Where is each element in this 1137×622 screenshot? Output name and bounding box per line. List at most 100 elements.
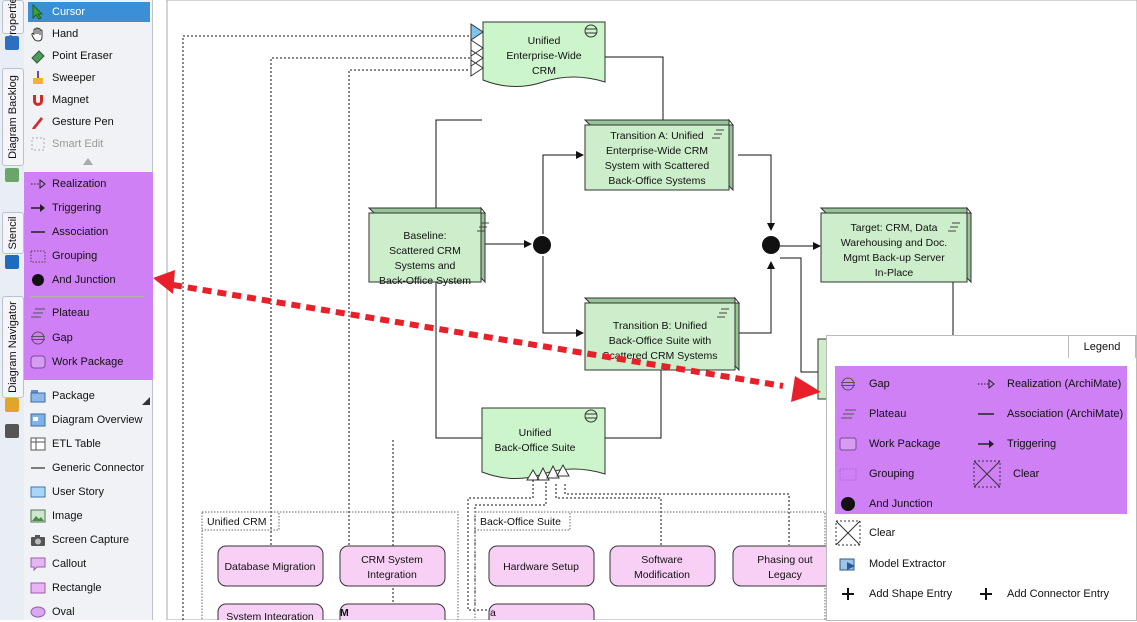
tab-diagram-navigator[interactable]: Diagram Navigator [2, 296, 24, 398]
separator [30, 296, 145, 297]
arrowhead-right [791, 376, 821, 402]
tool-association[interactable]: Association [28, 222, 150, 242]
tool-plateau[interactable]: Plateau [28, 303, 150, 323]
tool-oval[interactable]: Oval [28, 602, 150, 622]
etl-table-icon [30, 437, 46, 451]
legend-gap[interactable]: Gap [839, 376, 890, 392]
tool-and-junction[interactable]: And Junction [28, 270, 150, 290]
realization-arrow-icon [978, 378, 995, 390]
package-icon [30, 390, 46, 403]
tab-stencil[interactable]: Stencil [2, 212, 24, 254]
group-frames [201, 511, 826, 620]
triggering-connectors [435, 56, 954, 439]
oval-icon [30, 606, 46, 618]
gap-icon [841, 377, 855, 391]
clear-icon [973, 460, 1001, 488]
legend-grouping[interactable]: Grouping [839, 466, 914, 482]
legend-realization[interactable]: Realization (ArchiMate) [977, 376, 1121, 392]
sweeper-icon [33, 71, 43, 84]
tool-realization[interactable]: Realization [28, 174, 150, 194]
tool-etl-table[interactable]: ETL Table [28, 434, 150, 454]
label-gbo: Back-Office Suite [480, 516, 561, 528]
tool-gesture-pen[interactable]: Gesture Pen [28, 112, 150, 132]
tool-generic-connector[interactable]: Generic Connector [28, 458, 150, 478]
collapse-arrow-icon[interactable] [83, 157, 93, 165]
tool-diagram-overview[interactable]: Diagram Overview [28, 410, 150, 430]
navigator-icon[interactable] [5, 398, 19, 412]
tool-gap[interactable]: Gap [28, 328, 150, 348]
camera-icon [31, 535, 45, 546]
association-line-icon [978, 413, 994, 415]
floppy-icon[interactable] [5, 36, 19, 50]
unified-crm-deliverable[interactable] [470, 21, 606, 87]
eraser-icon [31, 50, 45, 64]
plateau-icon [841, 409, 856, 419]
cursor-icon [32, 4, 44, 20]
triggering-arrow-icon [978, 440, 994, 448]
label-wpm: M [340, 607, 349, 619]
expand-corner-icon[interactable] [142, 397, 150, 405]
tool-smart-edit[interactable]: Smart Edit [28, 134, 150, 154]
legend-association[interactable]: Association (ArchiMate) [977, 406, 1123, 422]
tool-magnet[interactable]: Magnet [28, 90, 150, 110]
legend-add-connector-entry[interactable]: Add Connector Entry [977, 586, 1109, 602]
legend-add-shape-entry[interactable]: Add Shape Entry [839, 586, 952, 602]
tool-package[interactable]: Package [28, 386, 150, 406]
backlog-icon[interactable] [5, 168, 19, 182]
tool-image[interactable]: Image [28, 506, 150, 526]
plus-icon [980, 588, 992, 600]
junction-dots [533, 236, 780, 254]
tool-triggering[interactable]: Triggering [28, 198, 150, 218]
tool-callout[interactable]: Callout [28, 554, 150, 574]
tool-user-story[interactable]: User Story [28, 482, 150, 502]
legend-and-junction[interactable]: And Junction [839, 496, 933, 512]
legend-clear-purple[interactable]: Clear [973, 460, 1039, 488]
unified-backoffice-deliverable[interactable] [481, 407, 606, 481]
smart-edit-icon [31, 137, 45, 151]
pen-icon [32, 117, 43, 129]
legend-highlight [835, 366, 1127, 514]
legend-plateau[interactable]: Plateau [839, 406, 906, 422]
tool-work-package[interactable]: Work Package [28, 352, 150, 372]
legend-model-extractor[interactable]: Model Extractor [839, 556, 946, 572]
tool-screen-capture[interactable]: Screen Capture [28, 530, 150, 550]
legend-clear[interactable]: Clear [835, 520, 895, 546]
tool-hand[interactable]: Hand [28, 24, 150, 44]
stencil-icon[interactable] [5, 255, 19, 269]
label-wp6: System Integration [226, 611, 314, 620]
and-junction-icon [32, 274, 44, 286]
tool-point-eraser[interactable]: Point Eraser [28, 46, 150, 66]
tool-sweeper[interactable]: Sweeper [28, 68, 150, 88]
tab-properties[interactable]: Properties [2, 0, 24, 42]
tool-rectangle[interactable]: Rectangle [28, 578, 150, 598]
tool-grouping[interactable]: Grouping [28, 246, 150, 266]
highlight-box [24, 172, 155, 380]
book-icon[interactable] [5, 424, 19, 438]
label-wp3: Hardware Setup [503, 561, 579, 573]
legend-panel[interactable]: Legend Gap Realization (ArchiMate) Plate… [826, 335, 1137, 621]
tool-cursor[interactable]: Cursor [28, 2, 150, 22]
legend-title: Legend [1068, 335, 1136, 358]
generic-connector-icon [31, 467, 45, 469]
and-junction-icon [841, 497, 855, 511]
legend-work-package[interactable]: Work Package [839, 436, 940, 452]
legend-triggering[interactable]: Triggering [977, 436, 1056, 452]
diagram-toolbar: Cursor Hand Point Eraser Sweeper Magnet … [24, 0, 155, 622]
association-line-icon [31, 231, 45, 233]
work-package-icon [839, 437, 857, 451]
label-wp1: Database Migration [224, 561, 315, 573]
gap-icon [31, 331, 45, 345]
hand-icon [31, 27, 43, 42]
work-package-icon [30, 355, 46, 369]
tab-diagram-backlog[interactable]: Diagram Backlog [2, 68, 24, 166]
realization-arrow-icon [31, 178, 46, 190]
